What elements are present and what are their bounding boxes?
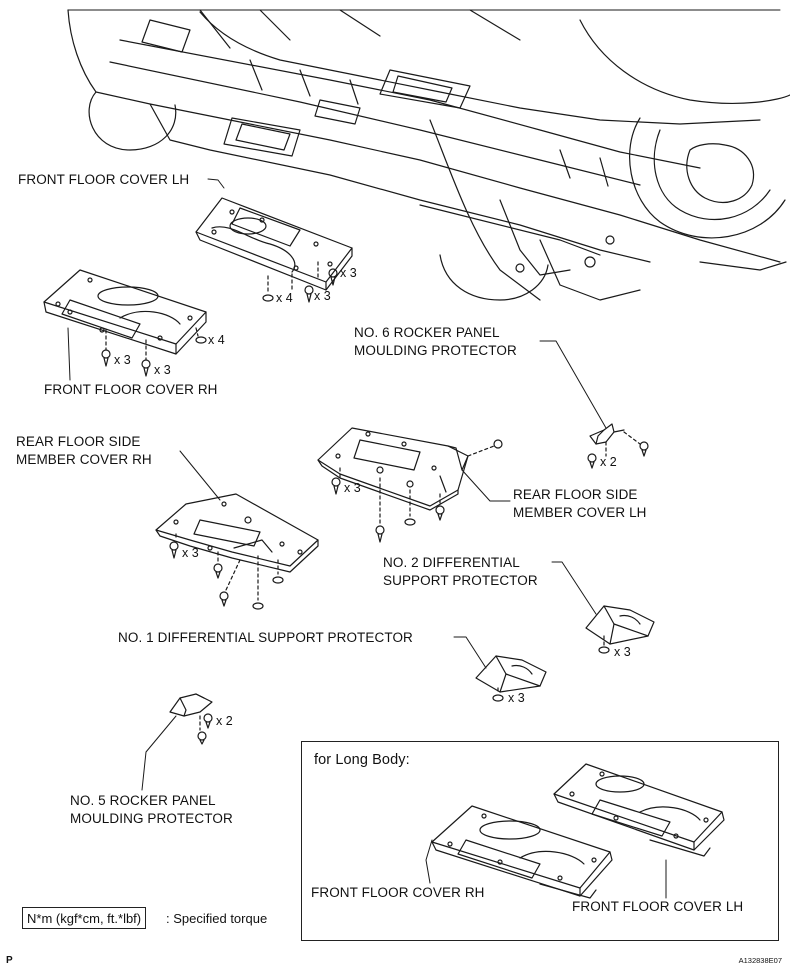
inset-cover-lh <box>553 763 725 857</box>
qty-lh-c: x 3 <box>314 289 331 303</box>
label-rear-rh-line1: REAR FLOOR SIDE <box>16 434 141 449</box>
label-rear-lh-line1: REAR FLOOR SIDE <box>513 487 638 502</box>
no5-rocker-protector-part <box>169 693 213 745</box>
label-no6-line2: MOULDING PROTECTOR <box>354 343 517 358</box>
no6-rocker-protector-part <box>587 423 649 469</box>
qty-no5: x 2 <box>216 714 233 728</box>
no2-differential-protector-part <box>585 605 655 654</box>
label-no5-line2: MOULDING PROTECTOR <box>70 811 233 826</box>
qty-no1: x 3 <box>508 691 525 705</box>
inset-title: for Long Body: <box>314 752 410 768</box>
qty-rh-a: x 4 <box>208 333 225 347</box>
label-no6-line1: NO. 6 ROCKER PANEL <box>354 325 500 340</box>
torque-legend-box: N*m (kgf*cm, ft.*lbf) <box>22 907 147 929</box>
front-floor-cover-lh-fasteners <box>262 261 338 303</box>
corner-letter: P <box>6 955 13 966</box>
no1-differential-protector-part <box>475 655 547 702</box>
vehicle-underbody <box>67 9 790 301</box>
qty-rear-rh: x 3 <box>182 546 199 560</box>
label-rear-rh-line2: MEMBER COVER RH <box>16 452 152 467</box>
label-rear-lh-line2: MEMBER COVER LH <box>513 505 647 520</box>
figure-code: A132838E07 <box>738 956 782 965</box>
front-floor-cover-rh-part <box>43 269 207 355</box>
label-no5-line1: NO. 5 ROCKER PANEL <box>70 793 216 808</box>
label-no1: NO. 1 DIFFERENTIAL SUPPORT PROTECTOR <box>118 630 413 645</box>
leader-lines <box>67 178 667 899</box>
qty-lh-b: x 4 <box>276 291 293 305</box>
qty-no6: x 2 <box>600 455 617 469</box>
qty-rh-b: x 3 <box>114 353 131 367</box>
front-floor-cover-rh-fasteners <box>101 327 207 377</box>
rear-floor-side-member-cover-lh-fasteners <box>331 439 503 543</box>
front-floor-cover-lh-part <box>195 197 353 291</box>
torque-legend-text: : Specified torque <box>166 911 268 926</box>
label-front-floor-cover-rh: FRONT FLOOR COVER RH <box>44 382 218 397</box>
inset-cover-rh <box>431 805 613 899</box>
inset-label-rh: FRONT FLOOR COVER RH <box>311 885 485 900</box>
label-front-floor-cover-lh: FRONT FLOOR COVER LH <box>18 172 190 187</box>
long-body-inset <box>301 741 779 941</box>
inset-label-lh: FRONT FLOOR COVER LH <box>572 899 744 914</box>
rear-floor-side-member-cover-rh-fasteners <box>169 533 284 610</box>
label-no2-line2: SUPPORT PROTECTOR <box>383 573 538 588</box>
qty-no2: x 3 <box>614 645 631 659</box>
qty-rh-c: x 3 <box>154 363 171 377</box>
label-no2-line1: NO. 2 DIFFERENTIAL <box>383 555 520 570</box>
rear-floor-side-member-cover-lh-part <box>317 427 469 511</box>
qty-rear-lh: x 3 <box>344 481 361 495</box>
qty-lh-a: x 3 <box>340 266 357 280</box>
rear-floor-side-member-cover-rh-part <box>155 493 319 573</box>
